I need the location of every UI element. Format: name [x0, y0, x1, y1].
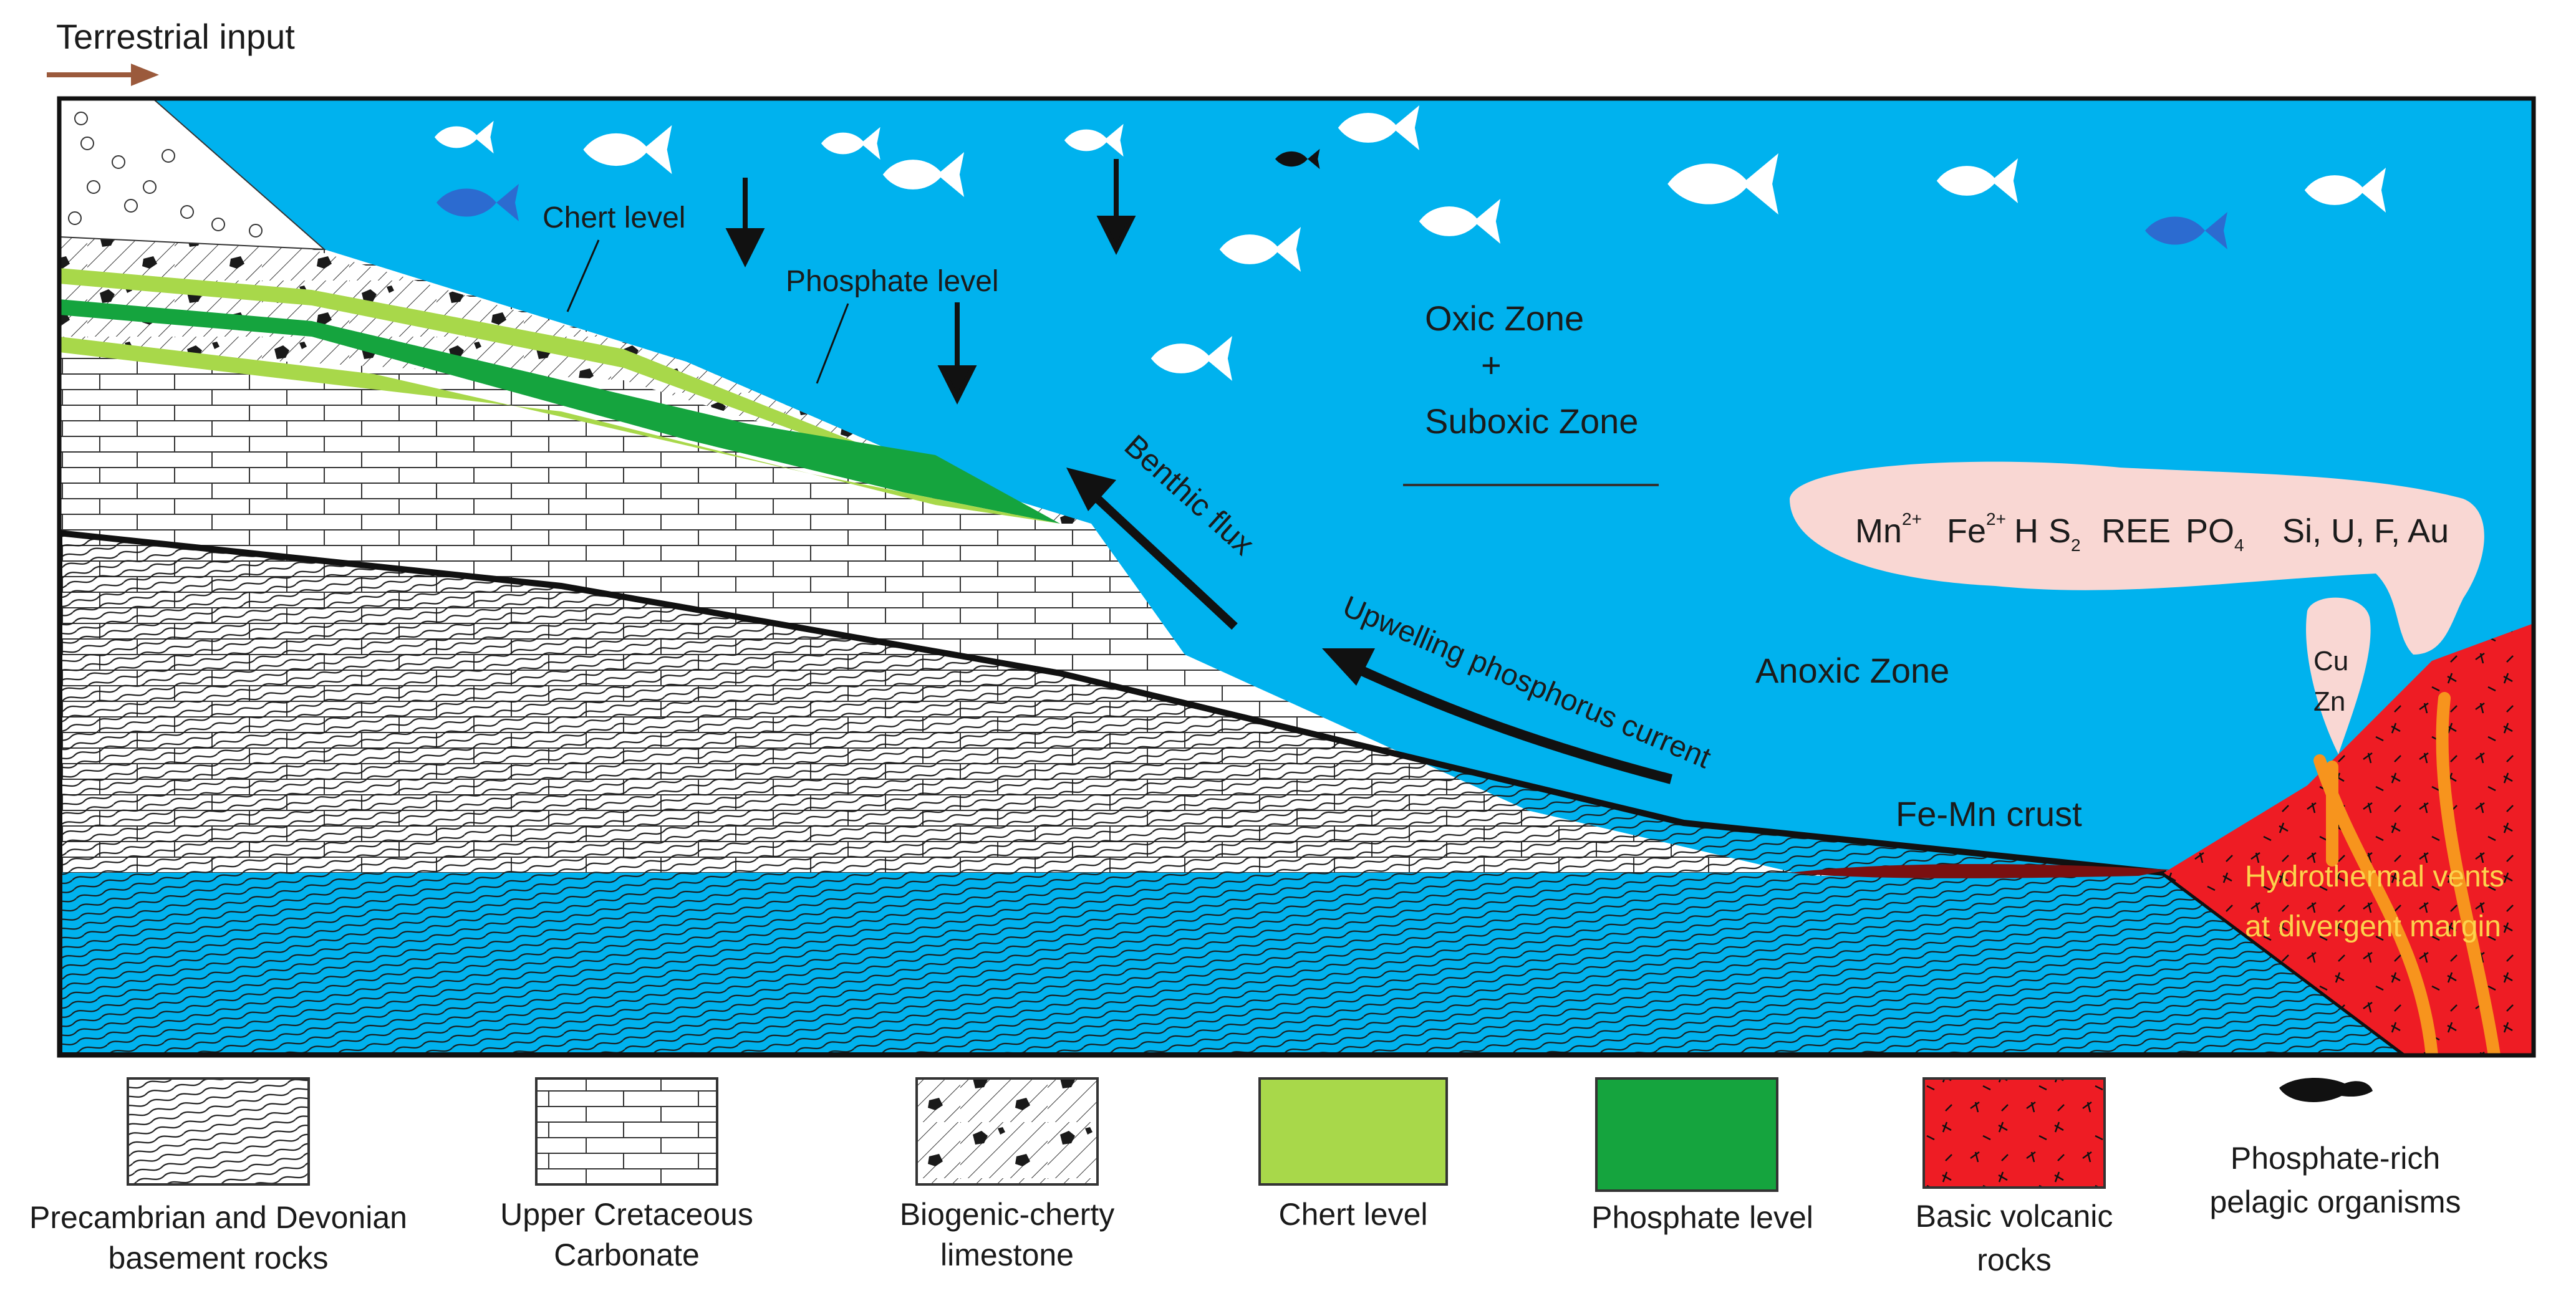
phosphate-level-leader: [816, 303, 849, 384]
legend-label-volcanic-2: rocks: [1977, 1242, 2051, 1277]
legend-swatch-carbonate: [535, 1077, 718, 1186]
settling-arrows: [725, 159, 1136, 405]
upwelling-current-arrow: [1322, 648, 1673, 784]
terrestrial-input-arrow: [47, 64, 159, 86]
legend-label-chert: Chert level: [1279, 1197, 1428, 1232]
legend-label-phosphate: Phosphate level: [1591, 1200, 1813, 1235]
vent-plume: [1790, 461, 2484, 655]
svg-text:REE: REE: [2101, 512, 2171, 550]
chert-level-leader: [566, 239, 600, 312]
black-fish: [1275, 148, 1320, 170]
fe-mn-crust: [1790, 863, 2170, 878]
svg-text:PO4: PO4: [2186, 512, 2244, 555]
legend-label-biogenic-1: Biogenic-cherty: [900, 1197, 1115, 1232]
zn-label: Zn: [2313, 686, 2345, 717]
precambrian-devonian-basement: [59, 529, 2413, 1055]
chert-level-label: Chert level: [543, 201, 685, 234]
suboxic-zone-label: Suboxic Zone: [1425, 401, 1638, 441]
phosphate-level-band: [59, 299, 1060, 524]
diagram-frame: [57, 96, 2536, 1058]
fe-mn-crust-label: Fe-Mn crust: [1896, 794, 2082, 833]
fish-school: [434, 105, 2386, 382]
legend-label-biogenic-2: limestone: [940, 1237, 1074, 1272]
oxic-zone-label: Oxic Zone: [1425, 299, 1584, 338]
phosphate-level-label: Phosphate level: [786, 265, 999, 298]
cu-label: Cu: [2313, 646, 2348, 676]
legend-label-carbonate-2: Carbonate: [554, 1237, 700, 1272]
legend-swatch-biogenic-cherty: [915, 1077, 1099, 1186]
legend-label-organism-2: pelagic organisms: [2210, 1184, 2461, 1219]
blue-fish: [437, 184, 2227, 249]
svg-text:H: H: [2014, 512, 2038, 550]
benthic-flux-arrow: [1066, 468, 1238, 630]
conglomerate-top: [59, 98, 326, 251]
conglomerate-circles: [68, 112, 263, 238]
terrestrial-input-label: Terrestrial input: [56, 17, 295, 56]
plume-chemistry: Mn2+ Fe2+ H S2 REE PO4 Si, U, F, Au: [1855, 509, 2449, 555]
vents-label-line2: at divergent margin: [2245, 910, 2501, 943]
svg-text:Fe2+: Fe2+: [1947, 509, 2006, 550]
zone-plus-label: +: [1481, 345, 1502, 385]
legend-swatch-organism: [2279, 1077, 2373, 1102]
anoxic-zone-label: Anoxic Zone: [1755, 651, 1949, 690]
svg-text:Si, U, F, Au: Si, U, F, Au: [2282, 512, 2449, 550]
legend-swatch-basement: [127, 1077, 310, 1186]
cu-zn-plume: [2306, 597, 2371, 754]
legend-label-carbonate-1: Upper Cretaceous: [500, 1197, 753, 1232]
legend-swatch-chert: [1258, 1077, 1448, 1186]
legend-label-organism-1: Phosphate-rich: [2231, 1141, 2440, 1176]
legend-label-basement-1: Precambrian and Devonian: [29, 1200, 407, 1235]
chert-level-band-2: [59, 337, 1060, 524]
legend-label-basement-2: basement rocks: [109, 1241, 329, 1275]
legend-swatch-volcanic: [1922, 1077, 2106, 1189]
vents-label-line1: Hydrothermal vents: [2245, 860, 2504, 893]
magma-veins: [2313, 692, 2501, 1055]
legend-label-volcanic-1: Basic volcanic: [1916, 1199, 2113, 1234]
legend-swatch-phosphate: [1595, 1077, 1778, 1192]
svg-text:Mn2+: Mn2+: [1855, 509, 1922, 550]
svg-text:S2: S2: [2048, 512, 2081, 555]
legend: Precambrian and Devonian basement rocks …: [29, 1077, 2461, 1277]
